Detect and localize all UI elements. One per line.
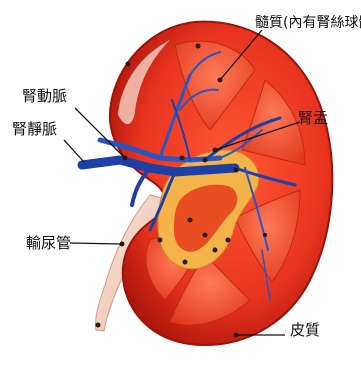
leader-vein <box>64 140 84 162</box>
label-renal-artery: 腎動脈 <box>22 87 67 105</box>
label-cortex: 皮質 <box>290 321 320 339</box>
label-ureter: 輸尿管 <box>26 234 71 252</box>
label-medulla: 髓質(內有腎絲球體 <box>255 14 361 32</box>
label-renal-pelvis: 腎盂 <box>298 109 328 127</box>
label-renal-vein: 腎靜脈 <box>12 120 57 138</box>
leader-ureter <box>70 243 122 244</box>
